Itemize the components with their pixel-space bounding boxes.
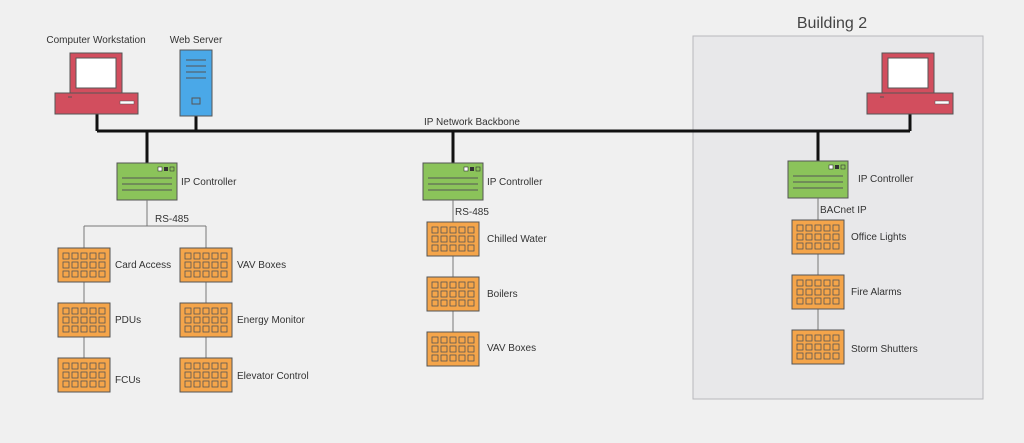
fcus-label: FCUs [115,375,141,386]
vav-boxes-left-module-icon [179,247,233,283]
chilled-water-label: Chilled Water [487,234,547,245]
web-server-icon [179,49,213,117]
ip-controller-mid-icon [422,162,484,201]
office-lights-label: Office Lights [851,232,906,243]
ip-controller-right-label: IP Controller [858,174,914,185]
rs485-bus-left [83,200,207,358]
rs485-left-label: RS-485 [155,214,189,225]
vav-boxes-mid-module-icon [426,331,480,367]
energy-monitor-label: Energy Monitor [237,315,305,326]
ip-controller-right-icon [787,160,849,199]
fire-alarms-module-icon [791,274,845,310]
office-lights-module-icon [791,219,845,255]
computer-workstation-icon [54,52,139,115]
storm-shutters-module-icon [791,329,845,365]
computer-workstation-2-icon [866,52,954,115]
vav-boxes-left-label: VAV Boxes [237,260,286,271]
rs485-mid-label: RS-485 [455,207,489,218]
computer-workstation-label: Computer Workstation [46,35,145,46]
ip-controller-mid-label: IP Controller [487,177,543,188]
storm-shutters-label: Storm Shutters [851,344,918,355]
elevator-control-module-icon [179,357,233,393]
elevator-control-label: Elevator Control [237,371,309,382]
fcus-module-icon [57,357,111,393]
card-access-label: Card Access [115,260,171,271]
card-access-module-icon [57,247,111,283]
pdus-module-icon [57,302,111,338]
fire-alarms-label: Fire Alarms [851,287,902,298]
building-2-title: Building 2 [797,15,867,32]
vav-boxes-mid-label: VAV Boxes [487,343,536,354]
ip-controller-left-label: IP Controller [181,177,237,188]
boilers-label: Boilers [487,289,518,300]
pdus-label: PDUs [115,315,141,326]
device-modules [57,219,845,393]
energy-monitor-module-icon [179,302,233,338]
web-server-label: Web Server [170,35,223,46]
chilled-water-module-icon [426,221,480,257]
bacnet-ip-label: BACnet IP [820,205,867,216]
boilers-module-icon [426,276,480,312]
backbone-label: IP Network Backbone [424,117,520,128]
ip-controller-left-icon [116,162,178,201]
